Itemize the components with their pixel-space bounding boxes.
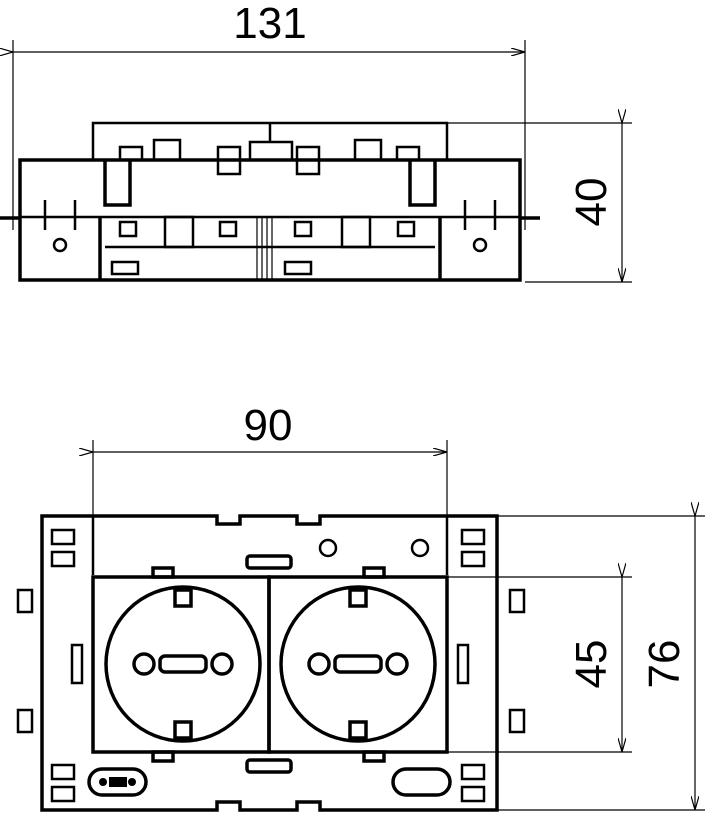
front-frame xyxy=(16,514,526,812)
dimension-131: 131 xyxy=(13,0,526,230)
dimension-76: 76 xyxy=(497,516,705,811)
dimension-90: 90 xyxy=(93,401,448,575)
dimension-40: 40 xyxy=(447,123,632,283)
dimension-label-width: 131 xyxy=(233,0,306,48)
certification-logo: 7M2/5 xyxy=(391,767,452,797)
brand-logo-left xyxy=(87,767,148,797)
dimension-label-inner-height: 45 xyxy=(567,640,616,689)
front-view: 90 45 76 xyxy=(16,401,705,812)
dimension-45: 45 xyxy=(447,577,632,753)
dimension-label-inner-width: 90 xyxy=(244,401,293,450)
side-body xyxy=(0,121,540,282)
dimension-label-outer-height: 76 xyxy=(640,640,689,689)
logo-mark-text: 7M2/5 xyxy=(403,775,440,790)
socket-left xyxy=(91,566,271,763)
side-view: 131 40 xyxy=(0,0,632,283)
dimension-label-height: 40 xyxy=(567,178,616,227)
socket-right xyxy=(267,566,449,763)
